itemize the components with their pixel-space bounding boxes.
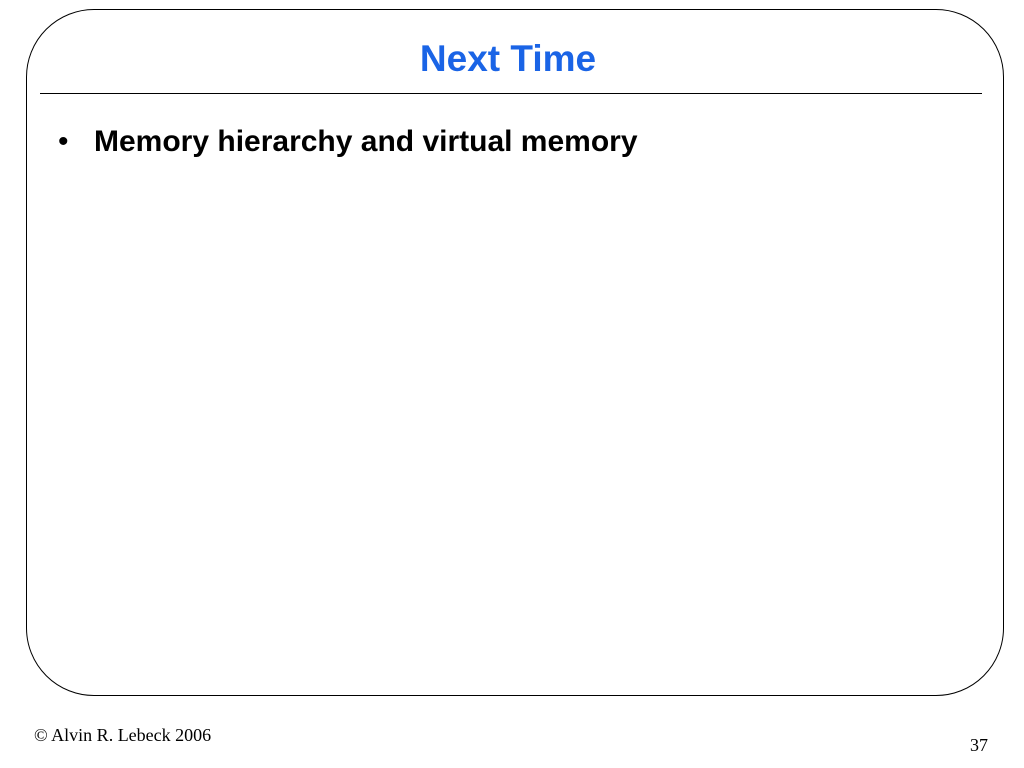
bullet-list: • Memory hierarchy and virtual memory bbox=[58, 122, 638, 162]
slide-title: Next Time bbox=[419, 38, 597, 79]
list-item: • Memory hierarchy and virtual memory bbox=[58, 122, 638, 162]
footer-copyright: © Alvin R. Lebeck 2006 bbox=[34, 725, 212, 745]
bullet-text: Memory hierarchy and virtual memory bbox=[94, 125, 638, 158]
slide-frame bbox=[26, 9, 1004, 696]
page-number: 37 bbox=[970, 735, 988, 755]
title-divider bbox=[40, 93, 982, 94]
bullet-marker: • bbox=[58, 125, 69, 158]
